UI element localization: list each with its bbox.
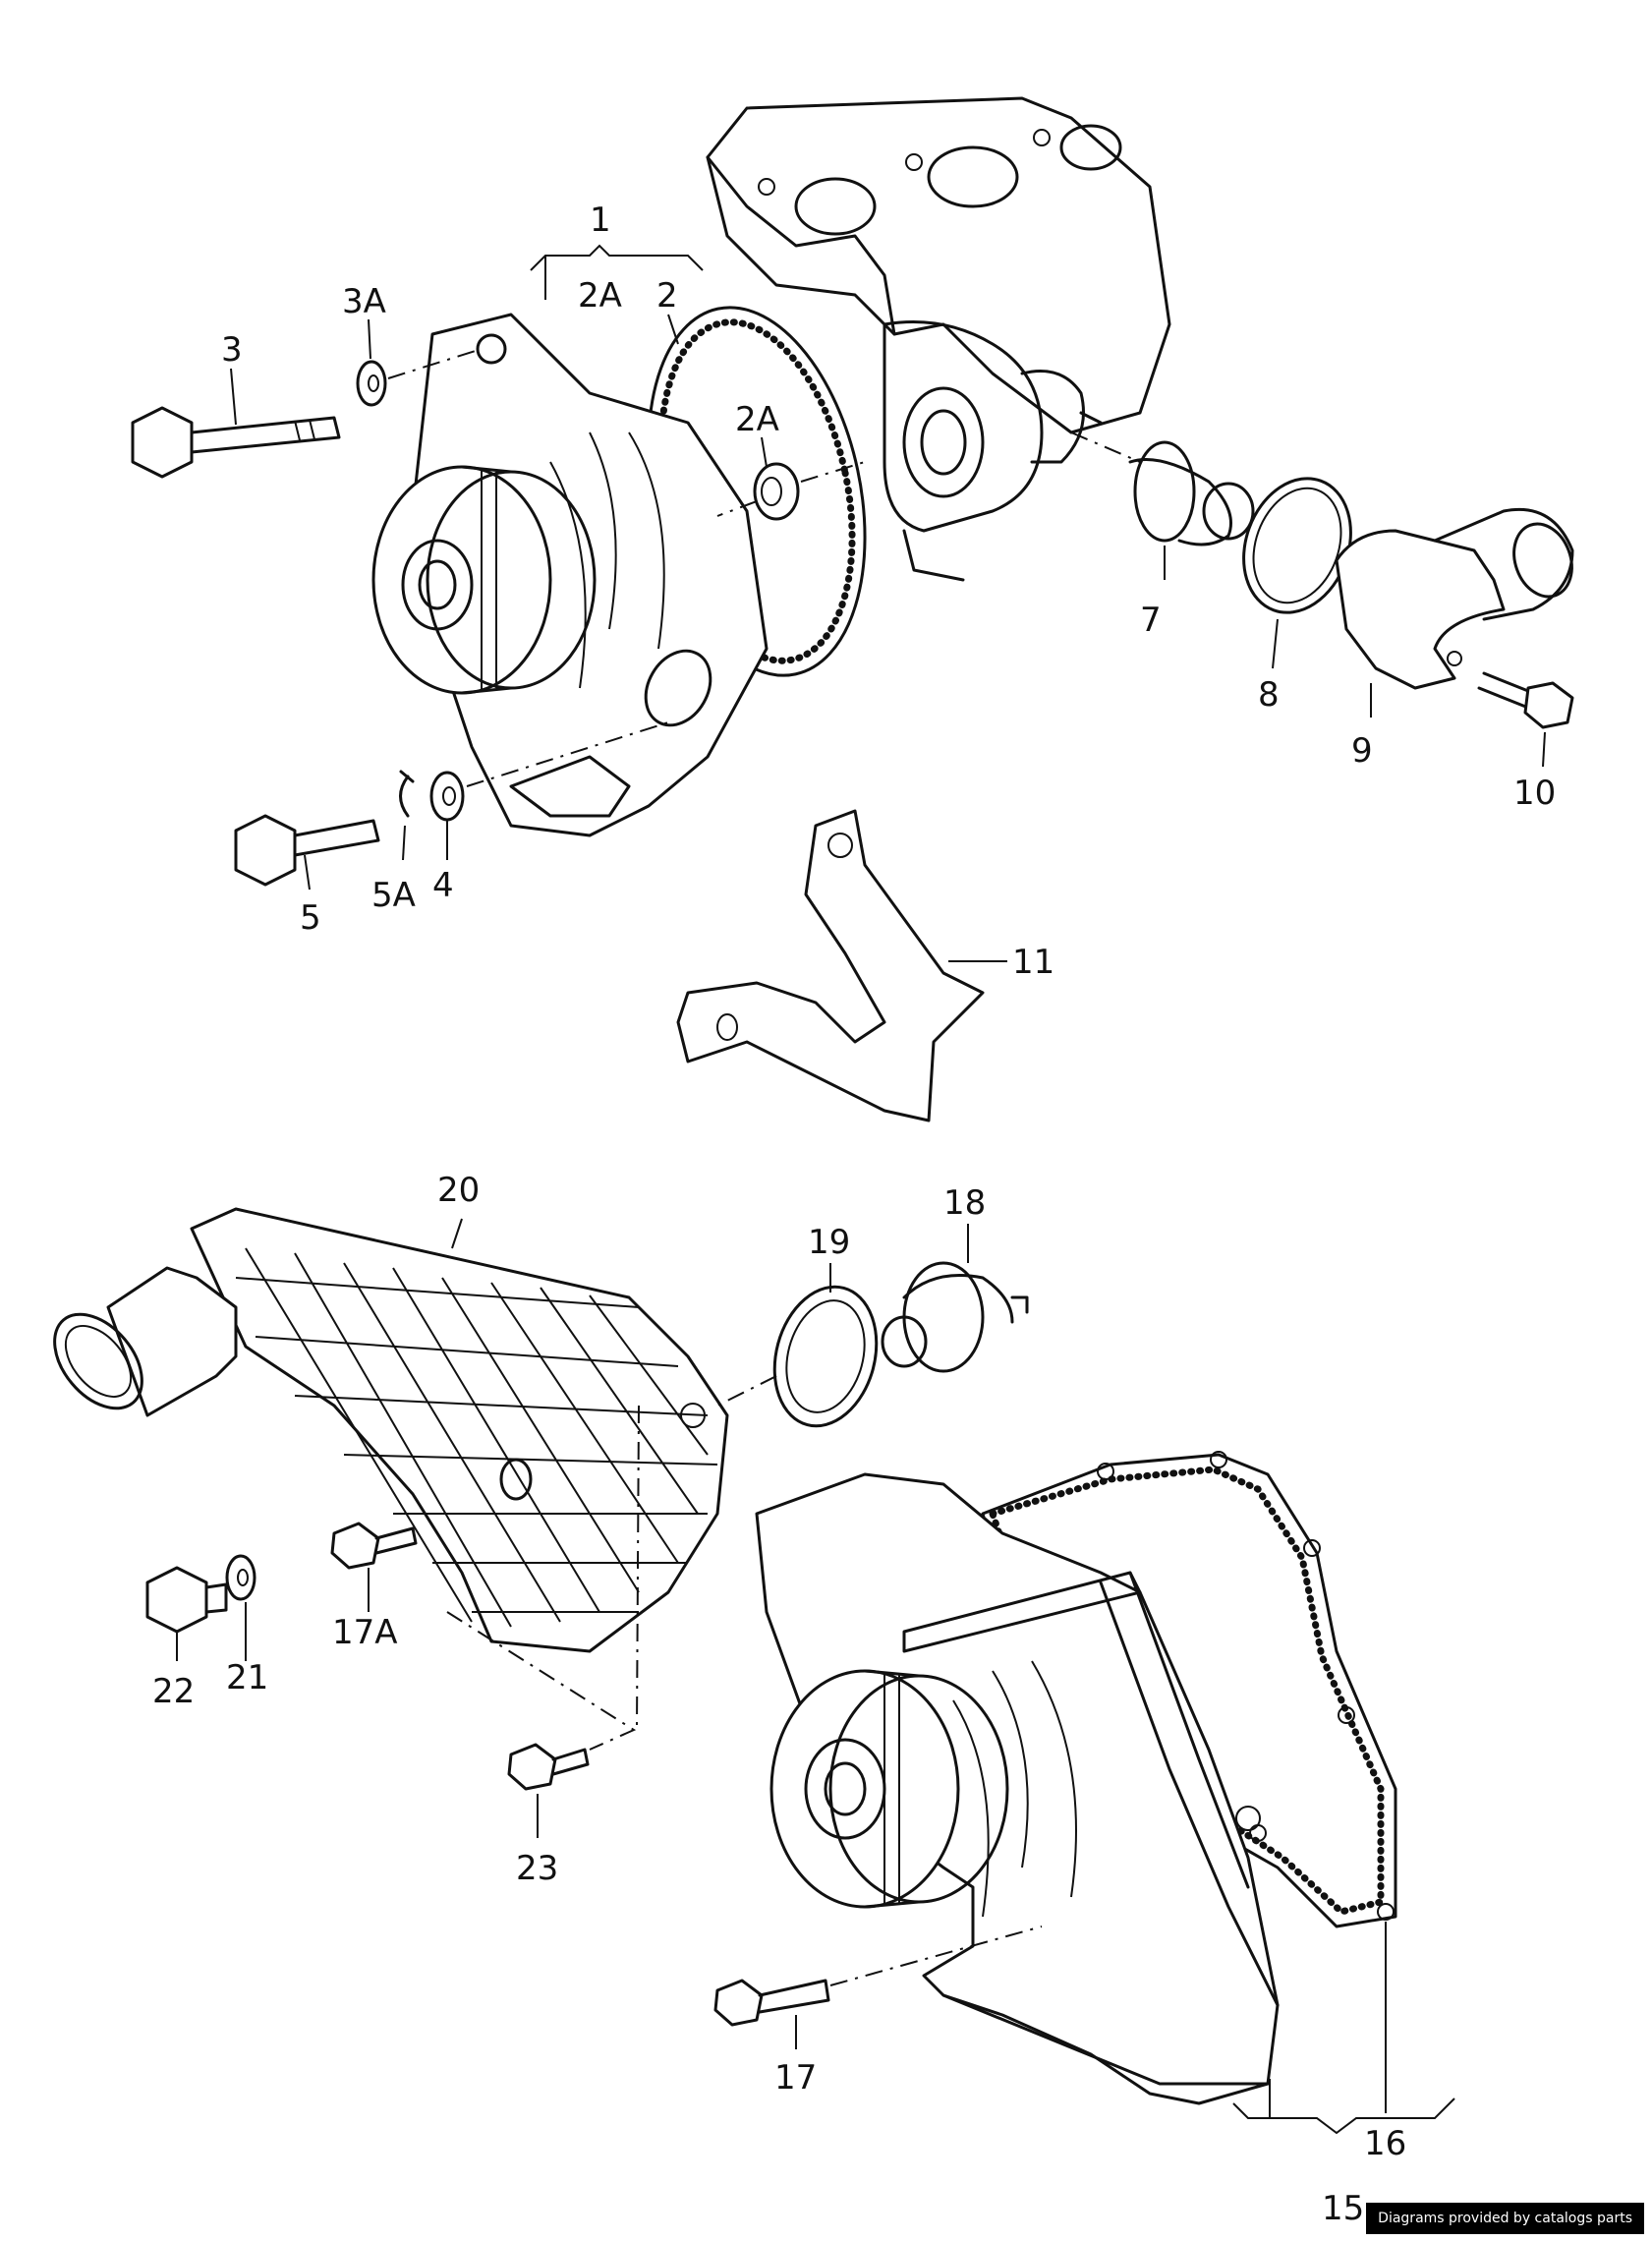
bolt-17a: [330, 1522, 418, 1570]
washer-3a: [356, 348, 483, 407]
label-17: 17: [774, 2058, 817, 2098]
label-17a: 17A: [332, 1613, 398, 1652]
label-18: 18: [943, 1183, 986, 1223]
label-23: 23: [516, 1849, 558, 1888]
water-pump-15: [755, 1472, 1280, 2105]
label-5a: 5A: [371, 876, 416, 915]
label-3a: 3A: [342, 282, 386, 321]
coolant-housing-20: [53, 1207, 729, 1653]
label-5: 5: [300, 898, 321, 938]
label-15: 15: [1322, 2189, 1364, 2228]
lock-washer-5a: [399, 770, 415, 818]
label-2a-top: 2A: [578, 276, 622, 316]
label-20: 20: [437, 1171, 480, 1210]
thermostat-18: [881, 1261, 1029, 1373]
water-pump-1: [371, 313, 769, 837]
label-4: 4: [432, 866, 454, 905]
bolt-3: [131, 406, 341, 479]
label-2: 2: [656, 276, 678, 316]
label-11: 11: [1012, 943, 1054, 982]
oring-2a: [716, 461, 866, 521]
label-10: 10: [1513, 774, 1556, 813]
label-2a-mid: 2A: [735, 400, 779, 439]
label-21: 21: [226, 1658, 268, 1697]
leader-lines: [176, 244, 1546, 2135]
bolt-5: [234, 814, 380, 887]
label-16: 16: [1364, 2124, 1406, 2163]
washer-21: [225, 1554, 256, 1601]
plug-22: [145, 1566, 228, 1634]
bolt-17: [713, 1926, 1043, 2027]
label-7: 7: [1140, 601, 1162, 640]
label-22: 22: [152, 1672, 195, 1711]
label-9: 9: [1351, 731, 1373, 771]
label-19: 19: [808, 1223, 850, 1262]
credit-badge: Diagrams provided by catalogs parts: [1366, 2203, 1644, 2234]
thermostat-7: [1070, 431, 1255, 546]
engine-block: [706, 96, 1171, 582]
part-labels: 1 2A 2 3A 3 2A 7 8 9 10 4 5A 5 11 20 19 …: [152, 201, 1556, 2228]
gasket-19: [716, 1285, 879, 1428]
bolt-23: [446, 1405, 640, 1791]
bracket-11: [676, 809, 985, 1122]
washer-4: [429, 721, 669, 822]
label-8: 8: [1258, 675, 1280, 715]
coolant-flange-9: [1335, 507, 1574, 690]
label-1: 1: [590, 201, 611, 240]
label-3: 3: [221, 330, 243, 370]
bolt-10: [1477, 671, 1574, 729]
